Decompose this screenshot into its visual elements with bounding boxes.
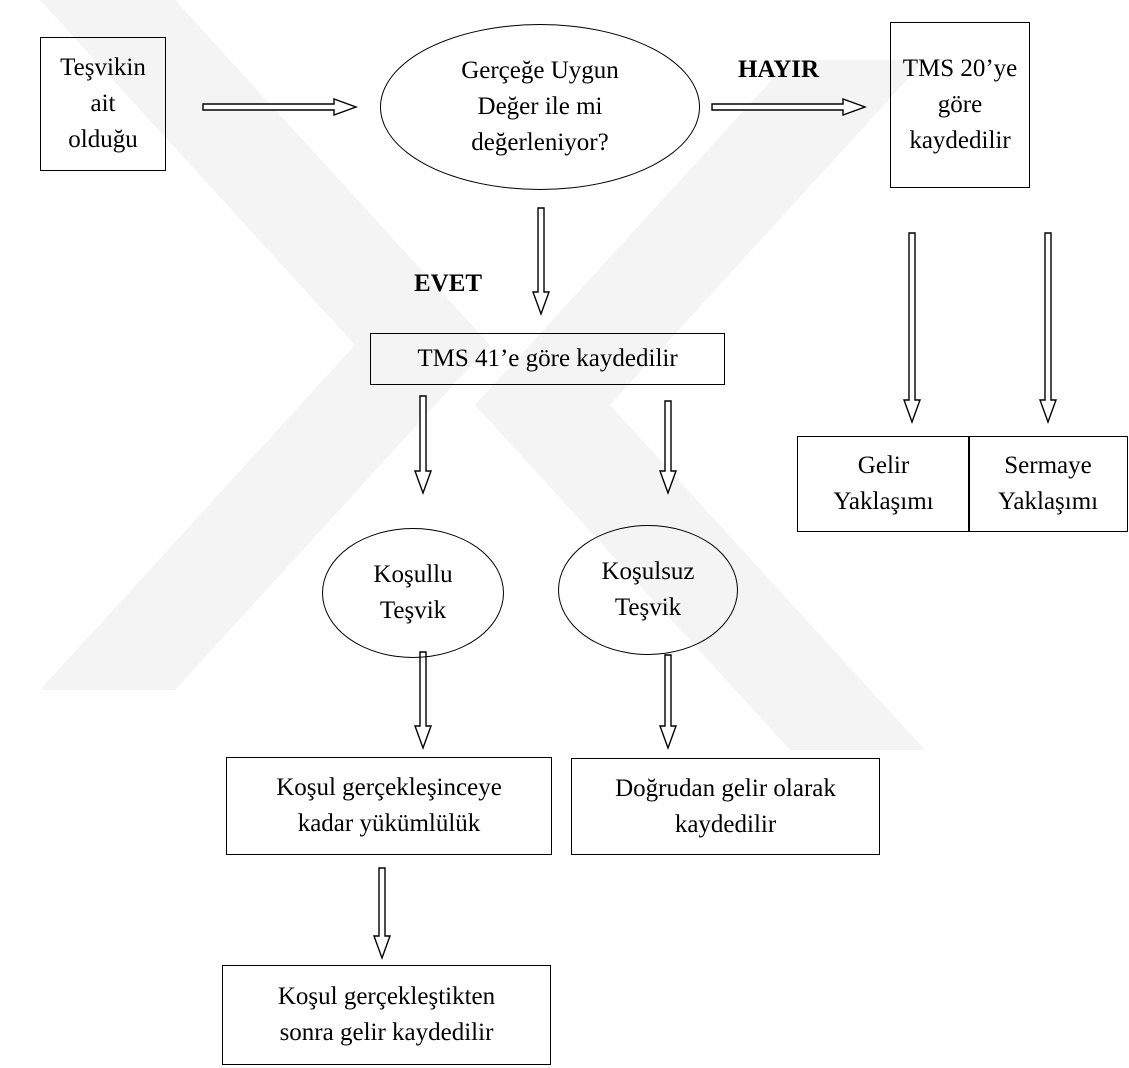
arrow-liability-to-income_after — [373, 867, 391, 961]
arrow-source-to-question — [202, 98, 359, 116]
fair-value-question: Gerçeğe Uygun Değer ile mi değerleniyor? — [380, 24, 700, 190]
capital-approach-text: Sermaye Yaklaşımı — [997, 452, 1099, 515]
arrow-conditional-to-liability — [414, 651, 432, 751]
source-box: Teşvikin ait olduğu — [40, 37, 166, 171]
direct-income-box: Doğrudan gelir olarak kaydedilir — [571, 758, 880, 855]
conditional-grant-oval: Koşullu Teşvik — [322, 528, 504, 658]
tms41-box-text: TMS 41’e göre kaydedilir — [417, 345, 678, 372]
arrow-tms20-to-capital_approach — [1039, 232, 1057, 425]
arrow-tms41-to-conditional — [414, 395, 432, 496]
arrow-tms20-to-income_approach — [903, 232, 921, 425]
unconditional-grant-oval: Koşulsuz Teşvik — [558, 525, 738, 655]
source-box-text: Teşvikin ait olduğu — [60, 54, 146, 153]
arrow-question-to-tms41 — [532, 207, 550, 317]
arrow-question-to-tms20 — [711, 98, 868, 116]
conditional-grant-text: Koşullu Teşvik — [373, 561, 453, 624]
fair-value-question-text: Gerçeğe Uygun Değer ile mi değerleniyor? — [461, 57, 619, 156]
liability-box-text: Koşul gerçekleşinceye kadar yükümlülük — [276, 774, 502, 837]
yes-label: EVET — [414, 270, 483, 297]
unconditional-grant-text: Koşulsuz Teşvik — [601, 558, 695, 621]
income-after-box-text: Koşul gerçekleştikten sonra gelir kayded… — [277, 983, 496, 1046]
income-approach-box: Gelir Yaklaşımı — [797, 436, 970, 532]
tms20-box: TMS 20’ye göre kaydedilir — [890, 22, 1030, 188]
tms20-box-text: TMS 20’ye göre kaydedilir — [902, 55, 1018, 154]
no-label: HAYIR — [738, 56, 820, 83]
capital-approach-box: Sermaye Yaklaşımı — [968, 436, 1128, 532]
income-after-box: Koşul gerçekleştikten sonra gelir kayded… — [222, 965, 551, 1065]
tms41-box: TMS 41’e göre kaydedilir — [370, 333, 725, 385]
arrow-unconditional-to-direct_income — [659, 654, 677, 751]
liability-box: Koşul gerçekleşinceye kadar yükümlülük — [226, 757, 552, 855]
income-approach-text: Gelir Yaklaşımı — [833, 452, 934, 515]
direct-income-box-text: Doğrudan gelir olarak kaydedilir — [615, 774, 836, 838]
arrow-tms41-to-unconditional — [659, 400, 677, 496]
